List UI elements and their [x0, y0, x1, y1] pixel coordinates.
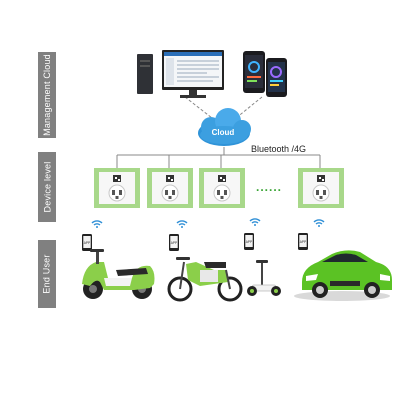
wifi-icon: [91, 220, 103, 228]
app-phone-icon: APP: [82, 234, 92, 251]
app-phone-icon: APP: [298, 233, 308, 250]
network-label: Bluetooth /4G: [251, 144, 307, 154]
svg-text:APP: APP: [300, 240, 306, 244]
seat: [116, 268, 148, 276]
layer-end-user: End User: [38, 240, 56, 308]
windshield: [322, 253, 368, 262]
cloud-label: Cloud: [211, 128, 235, 137]
monitor-stand: [180, 95, 206, 98]
smart-socket: [94, 168, 140, 208]
svg-text:APP: APP: [171, 241, 177, 245]
seat: [204, 262, 226, 268]
svg-text:APP: APP: [84, 241, 90, 245]
balance-scooter: [247, 260, 281, 296]
wifi-icon: [313, 219, 325, 227]
smartphones: [243, 51, 287, 97]
smart-socket: [298, 168, 344, 208]
app-phone-icon: APP: [169, 234, 179, 251]
smart-socket: [199, 168, 245, 208]
more-devices-ellipsis: ......: [256, 180, 283, 194]
layer-device-level: Device level: [38, 152, 56, 222]
electric-scooter: [82, 249, 155, 299]
svg-text:APP: APP: [246, 240, 252, 244]
desktop-computer: [137, 50, 224, 98]
wifi-icon: [176, 220, 188, 228]
pc-tower: [137, 54, 153, 94]
cloud-connectors: [184, 96, 263, 119]
network-bus: [116, 147, 321, 168]
wifi-icon: [249, 218, 261, 226]
app-phone-icon: APP: [244, 233, 254, 250]
smart-socket: [147, 168, 193, 208]
electric-car: [294, 250, 392, 301]
electric-bike: [167, 257, 243, 302]
cloud-node: [198, 108, 251, 146]
layer-management-cloud: Management Cloud: [38, 52, 56, 138]
